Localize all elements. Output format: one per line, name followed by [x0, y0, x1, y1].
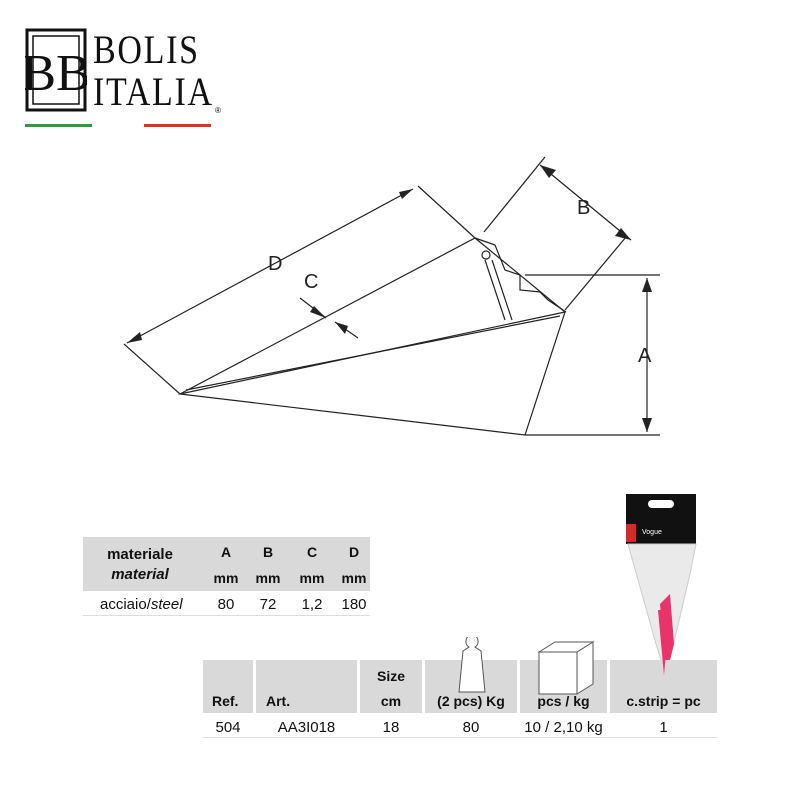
- tricolor-bar: [25, 124, 211, 127]
- unit: mm: [213, 570, 239, 586]
- unit: mm: [299, 570, 325, 586]
- material-it: acciaio/: [100, 596, 151, 613]
- header-weight: (2 pcs) Kg: [437, 693, 505, 709]
- header-pcs-kg: pcs / kg: [537, 693, 590, 709]
- value-a: 80: [217, 596, 235, 613]
- cell-weight: 80: [462, 719, 480, 736]
- value-c: 1,2: [301, 596, 323, 613]
- logo-line2: ITALIA: [93, 69, 214, 114]
- header-ref: Ref.: [212, 693, 239, 709]
- cell-strip: 1: [659, 719, 668, 736]
- cell-ref: 504: [215, 719, 241, 736]
- brand-logo: BB BOLIS ITALIA ®: [25, 28, 225, 133]
- monogram-icon: BB: [25, 28, 87, 112]
- cell-pcs-kg: 10 / 2,10 kg: [524, 719, 603, 736]
- box-icon: [537, 641, 595, 695]
- technical-drawing: D C B A: [123, 156, 660, 436]
- material-en: steel: [150, 596, 183, 613]
- value-d: 180: [341, 596, 367, 613]
- cell-art: AA3I018: [277, 719, 336, 736]
- package-brand: Vogue: [642, 529, 662, 536]
- header-size-unit: cm: [380, 693, 402, 709]
- registered-mark: ®: [215, 106, 221, 115]
- label-b: B: [577, 197, 590, 219]
- unit: mm: [341, 570, 367, 586]
- header-strip: c.strip = pc: [626, 693, 701, 709]
- header-material: material: [111, 566, 169, 583]
- col-c: C: [306, 544, 318, 560]
- header-size: Size: [376, 668, 405, 684]
- value-b: 72: [259, 596, 277, 613]
- col-b: B: [262, 544, 274, 560]
- label-d: D: [268, 253, 282, 275]
- logo-line1: BOLIS: [93, 27, 200, 72]
- material-cell: acciaio/steel: [100, 596, 183, 613]
- col-d: D: [348, 544, 360, 560]
- package-image: Vogue: [626, 494, 716, 684]
- header-art: Art.: [266, 693, 291, 709]
- cell-size: 18: [382, 719, 400, 736]
- strip-icon: [658, 610, 670, 675]
- unit: mm: [255, 570, 281, 586]
- svg-text:BB: BB: [25, 45, 87, 102]
- weight-icon: [458, 637, 486, 693]
- header-materiale: materiale: [107, 546, 173, 563]
- label-c: C: [304, 271, 318, 293]
- col-a: A: [220, 544, 232, 560]
- label-a: A: [638, 345, 652, 367]
